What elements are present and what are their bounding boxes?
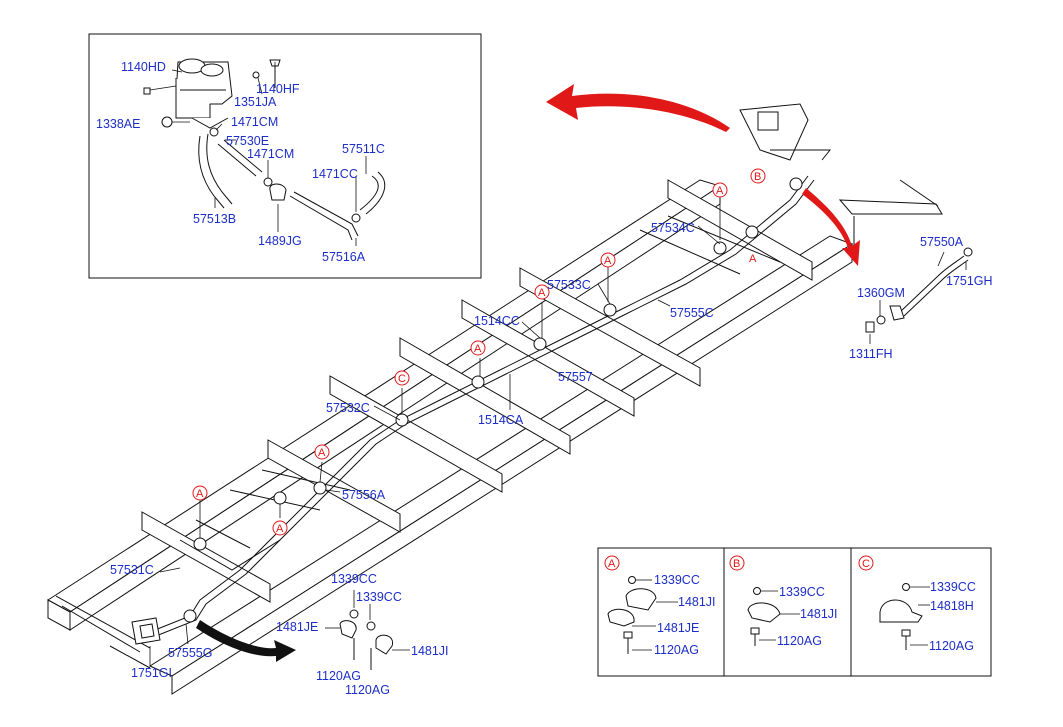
pipe-57516A [289,171,386,241]
detail-a-1339CC: 1339CC [654,573,700,587]
label-57531C: 57531C [110,563,154,577]
label-57511C: 57511C [342,142,385,156]
ref-a-4: A [538,287,546,299]
detail-b: B [729,555,800,646]
hose-57530E [217,139,263,177]
label-1489JG: 1489JG [258,234,302,248]
ref-a-7: A [196,488,204,500]
label-57556A: 57556A [342,488,386,502]
label-57516A: 57516A [322,250,366,264]
label-57534C: 57534C [651,221,695,235]
ref-a-1: A [716,185,724,197]
pipe-57550A [865,247,973,333]
ref-a-2: A [749,253,757,265]
ref-callouts: A B A A A A C A A A [192,168,766,536]
ref-a-5: A [474,343,482,355]
detail-c-14818H: 14818H [930,599,974,613]
label-1514CA: 1514CA [478,413,524,427]
detail-c: C [858,555,930,650]
detail-c-1339CC: 1339CC [930,580,976,594]
detail-c-ref: C [862,558,870,570]
label-1471CC: 1471CC [312,167,358,181]
label-1120AG-b: 1120AG [345,683,390,697]
label-57513B: 57513B [193,212,236,226]
clamp-1489JG [269,183,287,201]
detail-b-1120AG: 1120AG [777,634,822,648]
label-1360GM: 1360GM [857,286,905,300]
detail-table-frame [597,547,992,677]
label-1471CM-a: 1471CM [231,115,278,129]
chassis-frame [47,179,943,695]
label-57557: 57557 [558,370,593,384]
red-arrow-to-inset [546,84,730,132]
detail-b-1481JI: 1481JI [800,607,838,621]
reservoir-assembly [175,58,233,129]
label-1514CC: 1514CC [474,314,520,328]
label-57533C: 57533C [547,278,591,292]
brake-line-secondary [155,179,815,637]
label-57550A: 57550A [920,235,964,249]
label-1339CC-b: 1339CC [356,590,402,604]
detail-a-1481JE: 1481JE [657,621,699,635]
ref-a-6: A [318,447,326,459]
label-1481JE: 1481JE [276,620,318,634]
label-1140HD: 1140HD [121,60,166,74]
label-1311FH: 1311FH [849,347,893,361]
label-1120AG-a: 1120AG [316,669,361,683]
detail-a: A [604,555,678,654]
label-1751GI: 1751GI [131,666,172,680]
label-1338AE: 1338AE [96,117,140,131]
right-leaders [869,251,967,344]
detail-b-ref: B [733,558,740,570]
label-1751GH: 1751GH [946,274,993,288]
ref-a-3: A [604,255,612,267]
inset-leaders [149,62,367,246]
detail-c-1120AG: 1120AG [929,639,974,653]
label-57555C: 57555C [670,306,714,320]
brake-line-main [149,175,809,633]
detail-a-ref: A [608,558,616,570]
label-1140HF: 1140HF [256,82,300,96]
label-57532C: 57532C [326,401,370,415]
hose-57513B [198,133,233,209]
rear-valve [131,617,161,645]
main-leaders [149,196,721,666]
ref-a-8: A [276,523,284,535]
detail-a-1481JI: 1481JI [678,595,716,609]
label-1481JI: 1481JI [411,644,449,658]
ref-c-1: C [398,373,406,385]
detail-a-1120AG: 1120AG [654,643,699,657]
black-arrow-to-clip [196,620,296,662]
valve-inset-detail [739,103,832,191]
label-57530E: 57530E [226,134,269,148]
ref-b-1: B [754,171,761,183]
red-arrow-to-pipe [802,188,860,266]
label-1471CM-b: 1471CM [247,147,294,161]
label-1339CC-a: 1339CC [331,572,377,586]
label-57555G: 57555G [168,646,212,660]
clip-markers [183,225,759,623]
inset-frame [88,33,482,279]
detail-b-1339CC: 1339CC [779,585,825,599]
clip-detail-bottom [325,590,410,670]
label-1351JA: 1351JA [234,95,277,109]
